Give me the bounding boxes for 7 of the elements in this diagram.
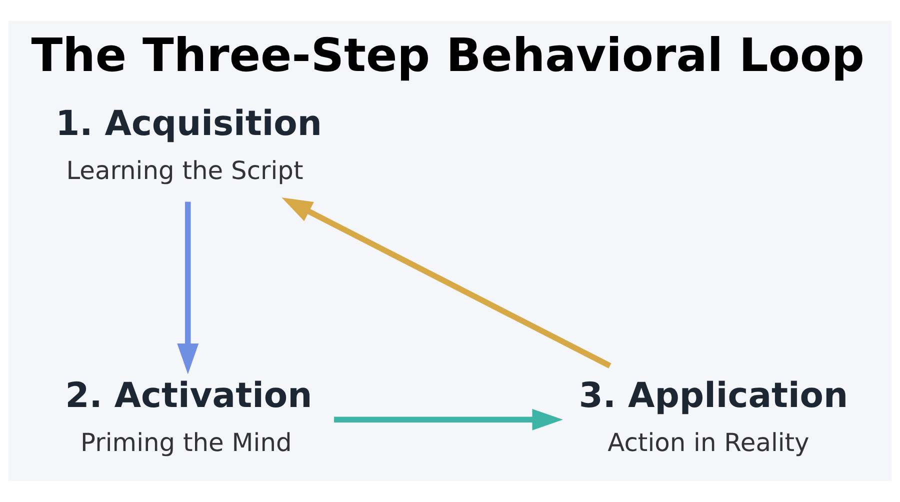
arrow — [177, 202, 199, 374]
node-text: 2. Activation Priming the Mind — [65, 376, 312, 458]
node-text: 1. Acquisition Learning the Script — [56, 104, 322, 185]
diagram-title: The Three-Step Behavioral Loop — [31, 28, 864, 82]
arrow — [334, 408, 563, 430]
node-text: 3. Application Action in Reality — [578, 376, 848, 458]
arrow — [282, 198, 612, 368]
